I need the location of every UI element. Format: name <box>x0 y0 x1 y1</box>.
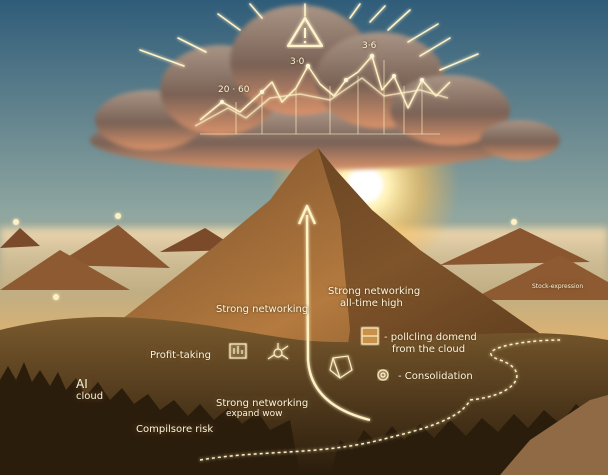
gear-icon <box>377 369 389 381</box>
small-marker-icons <box>13 213 517 300</box>
label-compressed-risk: Compilsore risk <box>136 424 214 435</box>
label-from-the-cloud: from the cloud <box>392 344 466 355</box>
cloud <box>90 5 560 170</box>
label-fine-print: Stock-expression <box>532 283 584 290</box>
label-profit-taking: Profit-taking <box>150 350 211 361</box>
warning-triangle-icon <box>286 16 324 48</box>
server-icon <box>361 327 379 345</box>
distant-mountains <box>0 225 608 300</box>
label-ai: AI <box>76 377 88 391</box>
cloud-tick-left: 20 · 60 <box>218 85 250 95</box>
cloud-chart-points <box>220 53 424 104</box>
label-consolidation: - Consolidation <box>398 371 473 382</box>
gem-icon <box>329 355 353 379</box>
label-strong-networking-left: Strong networking <box>216 304 309 315</box>
cloud-tick-right: 3·6 <box>362 41 377 51</box>
foreground-rock <box>500 395 608 475</box>
network-icon <box>267 343 289 360</box>
cloud-tick-mid: 3·0 <box>290 57 305 67</box>
label-strong-networking-bottom: Strong networking <box>216 398 309 409</box>
cloud-chart-gridlines <box>200 60 440 135</box>
chart-icon <box>229 343 247 359</box>
label-expand-wow: expand wow <box>226 409 283 419</box>
label-all-time-high: all-time high <box>340 298 403 309</box>
light-rays <box>139 3 479 71</box>
label-strong-networking-right: Strong networking <box>328 286 421 297</box>
label-cloud: cloud <box>76 391 104 402</box>
upward-arrow <box>297 204 371 422</box>
label-computing-demand: - pollcling domend <box>384 332 477 343</box>
winding-path <box>199 339 561 461</box>
